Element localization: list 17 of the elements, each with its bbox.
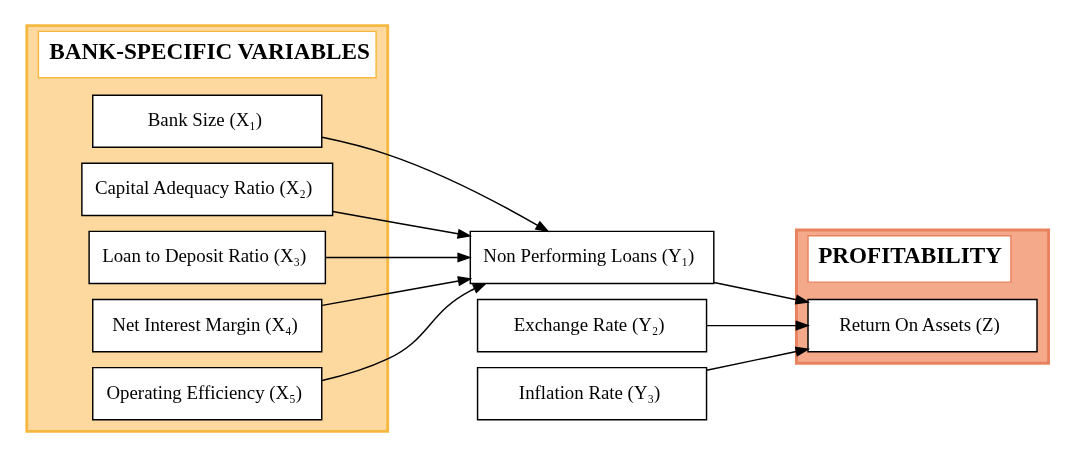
arrow [320,282,487,382]
arrow [705,346,810,371]
node-box: Net Interest Margin (X₄) [91,298,322,353]
node-box: Non Performing Loans (Y₁) [469,230,715,285]
node-box: Exchange Rate (Y₂) [476,298,707,353]
arrow [712,281,810,305]
node-box: Bank Size (X₁) [91,94,322,149]
arrow [331,210,472,239]
node-box: Inflation Rate (Y₃) [476,366,707,421]
node-box: Operating Efficiency (X₅) [91,366,322,421]
node-box: Capital Adequacy Ratio (X₂) [80,162,333,217]
arrow [320,136,550,233]
arrow [321,276,472,307]
arrow [705,320,810,331]
node-box: Loan to Deposit Ratio (X₃) [87,230,326,285]
node-box: Return On Assets (Z) [806,298,1038,353]
arrow [324,252,472,263]
